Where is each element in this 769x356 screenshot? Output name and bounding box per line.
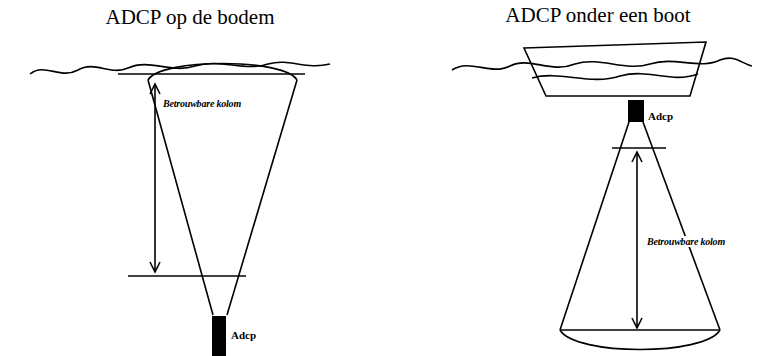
arrow-head [150, 84, 160, 94]
arrow-head [150, 262, 160, 272]
limit-line [128, 275, 246, 277]
cone-cap [560, 330, 720, 350]
device-label: Adcp [231, 329, 256, 341]
panel-title: ADCP onder een boot [505, 4, 690, 27]
bottom-line [560, 329, 720, 331]
cone-edge [643, 122, 720, 330]
limit-line [612, 147, 666, 149]
surface-line [118, 73, 305, 75]
adcp-device [212, 316, 226, 356]
device-label: Adcp [648, 110, 673, 122]
adcp-device [628, 100, 644, 122]
cone-edge [560, 122, 629, 330]
column-arrow [154, 84, 156, 272]
water-surface [452, 58, 752, 70]
column-label: Betrouwbare kolom [646, 236, 726, 247]
cone-edge [148, 80, 213, 315]
arrow-head [632, 152, 642, 162]
column-arrow [636, 152, 638, 328]
arrow-head [632, 318, 642, 328]
column-label: Betrouwbare kolom [162, 98, 242, 109]
water-line [532, 74, 698, 80]
panel-title: ADCP op de bodem [106, 6, 275, 29]
cone-edge [227, 80, 297, 315]
boat-hull [524, 42, 706, 96]
cone-cap [148, 64, 297, 81]
